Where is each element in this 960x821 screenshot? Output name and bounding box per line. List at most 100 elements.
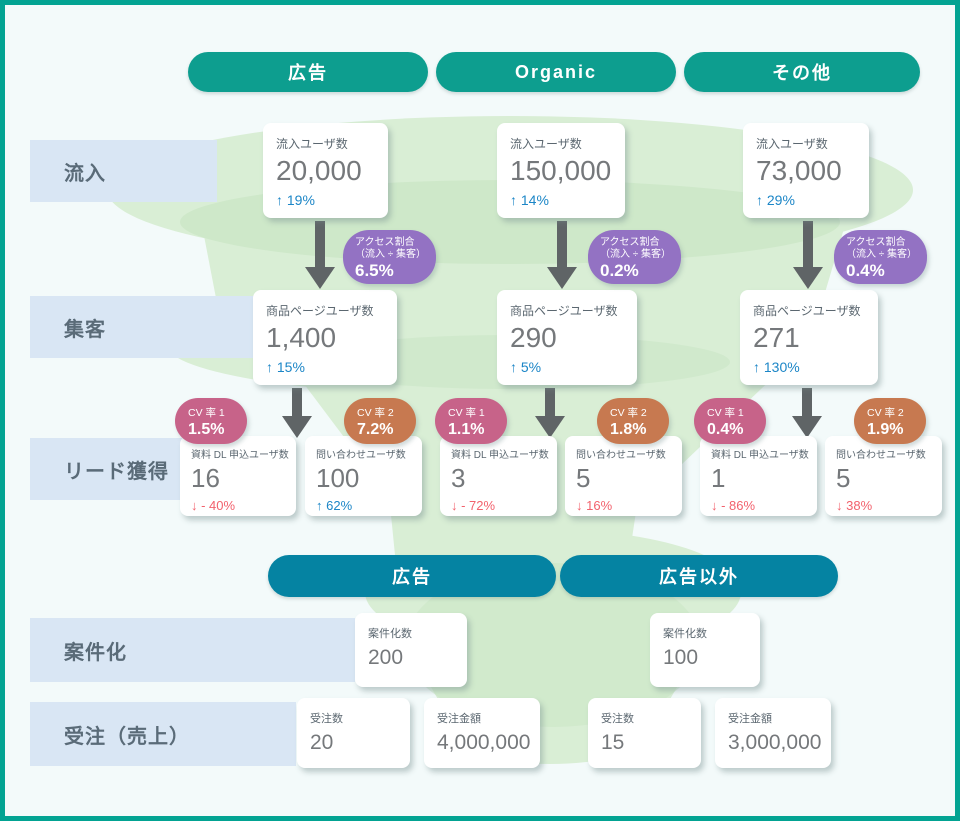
channel-pill-non-ad: 広告以外 (560, 555, 838, 597)
card-title: 資料 DL 申込ユーザ数 (711, 450, 809, 461)
cv1-badge-other: CV 率 1 0.4% (694, 398, 766, 444)
channel-pill-ad: 広告 (188, 52, 428, 92)
card-value: 290 (510, 322, 557, 353)
card-delta: ↑ 130% (753, 359, 800, 376)
inflow-card-ad: 流入ユーザ数 20,000 ↑ 19% (263, 123, 388, 218)
card-title: 案件化数 (663, 628, 707, 640)
card-title: 流入ユーザ数 (756, 137, 828, 151)
down-arrow (315, 221, 325, 267)
card-value: 1,400 (266, 322, 337, 353)
card-title: 問い合わせユーザ数 (836, 450, 926, 461)
order-count-card-non-ad: 受注数 15 (588, 698, 701, 768)
stage-label-text: 集客 (64, 318, 106, 341)
attract-card-ad: 商品ページユーザ数 1,400 ↑ 15% (253, 290, 397, 385)
card-title: 商品ページユーザ数 (266, 304, 374, 318)
badge-value: 6.5% (355, 261, 394, 280)
attract-card-other: 商品ページユーザ数 271 ↑ 130% (740, 290, 878, 385)
cv2-badge-ad: CV 率 2 7.2% (344, 398, 416, 444)
card-title: 商品ページユーザ数 (510, 304, 618, 318)
stage-label-inflow: 流入 (30, 140, 217, 202)
card-delta: ↑ 19% (276, 192, 315, 209)
card-title: 案件化数 (368, 628, 412, 640)
badge-value: 1.1% (448, 421, 485, 438)
channel-pill-label: その他 (772, 63, 832, 83)
card-title: 流入ユーザ数 (276, 137, 348, 151)
order-count-card-ad: 受注数 20 (297, 698, 410, 768)
lead-card-inquiry-organic: 問い合わせユーザ数 5 ↓ 16% (565, 436, 682, 516)
deal-card-non-ad: 案件化数 100 (650, 613, 760, 687)
channel-pill-label: 広告 (288, 63, 328, 83)
card-delta: ↓ - 72% (451, 497, 496, 513)
access-ratio-badge-other: アクセス割合 （流入 ÷ 集客） 0.4% (834, 230, 927, 284)
badge-line2: （流入 ÷ 集客） (600, 248, 672, 260)
badge-label: CV 率 2 (357, 407, 394, 419)
badge-line1: アクセス割合 (600, 237, 660, 248)
inflow-card-organic: 流入ユーザ数 150,000 ↑ 14% (497, 123, 625, 218)
badge-value: 0.4% (846, 261, 885, 280)
channel-pill-ad-bottom: 広告 (268, 555, 556, 597)
card-value: 4,000,000 (437, 731, 531, 754)
card-title: 資料 DL 申込ユーザ数 (451, 450, 549, 461)
stage-label-text: 流入 (64, 162, 106, 185)
card-value: 150,000 (510, 155, 612, 186)
cv1-badge-ad: CV 率 1 1.5% (175, 398, 247, 444)
card-value: 271 (753, 322, 800, 353)
channel-pill-label: 広告 (392, 567, 432, 587)
card-value: 5 (576, 463, 591, 493)
stage-label-deal: 案件化 (30, 618, 355, 682)
badge-line1: アクセス割合 (355, 237, 415, 248)
access-ratio-badge-organic: アクセス割合 （流入 ÷ 集客） 0.2% (588, 230, 681, 284)
card-delta: ↑ 14% (510, 192, 549, 209)
card-title: 受注金額 (728, 713, 772, 725)
card-value: 100 (316, 463, 360, 493)
lead-card-doc-dl-other: 資料 DL 申込ユーザ数 1 ↓ - 86% (700, 436, 817, 516)
access-ratio-badge-ad: アクセス割合 （流入 ÷ 集客） 6.5% (343, 230, 436, 284)
card-value: 1 (711, 463, 726, 493)
down-arrow (802, 388, 812, 416)
card-value: 3 (451, 463, 466, 493)
card-title: 流入ユーザ数 (510, 137, 582, 151)
cv1-badge-organic: CV 率 1 1.1% (435, 398, 507, 444)
card-value: 73,000 (756, 155, 842, 186)
lead-card-doc-dl-ad: 資料 DL 申込ユーザ数 16 ↓ - 40% (180, 436, 296, 516)
badge-label: CV 率 1 (188, 407, 225, 419)
cv2-badge-organic: CV 率 2 1.8% (597, 398, 669, 444)
down-arrow (292, 388, 302, 416)
order-amount-card-non-ad: 受注金額 3,000,000 (715, 698, 831, 768)
card-title: 受注数 (601, 713, 634, 725)
card-title: 資料 DL 申込ユーザ数 (191, 450, 289, 461)
card-delta: ↓ 38% (836, 497, 873, 513)
channel-pill-label: Organic (514, 61, 598, 82)
card-value: 200 (368, 646, 404, 669)
card-value: 100 (663, 646, 699, 669)
card-delta: ↓ - 86% (711, 497, 756, 513)
badge-value: 7.2% (357, 421, 394, 438)
channel-pill-organic: Organic (436, 52, 676, 92)
badge-line2: （流入 ÷ 集客） (355, 248, 427, 260)
attract-card-organic: 商品ページユーザ数 290 ↑ 5% (497, 290, 637, 385)
card-value: 3,000,000 (728, 731, 822, 754)
badge-value: 1.5% (188, 421, 225, 438)
lead-card-inquiry-ad: 問い合わせユーザ数 100 ↑ 62% (305, 436, 422, 516)
badge-label: CV 率 2 (610, 407, 647, 419)
card-value: 20 (310, 731, 334, 754)
card-value: 5 (836, 463, 851, 493)
lead-card-doc-dl-organic: 資料 DL 申込ユーザ数 3 ↓ - 72% (440, 436, 557, 516)
stage-label-attract: 集客 (30, 296, 280, 358)
badge-label: CV 率 2 (867, 407, 904, 419)
inflow-card-other: 流入ユーザ数 73,000 ↑ 29% (743, 123, 869, 218)
card-title: 問い合わせユーザ数 (576, 450, 666, 461)
card-title: 受注数 (310, 713, 343, 725)
stage-label-order: 受注（売上） (30, 702, 296, 766)
card-delta: ↑ 29% (756, 192, 795, 209)
card-value: 20,000 (276, 155, 362, 186)
badge-value: 0.4% (707, 421, 744, 438)
card-delta: ↑ 15% (266, 359, 305, 376)
card-value: 15 (601, 731, 625, 754)
stage-label-text: リード獲得 (64, 460, 169, 483)
badge-value: 1.9% (867, 421, 904, 438)
stage-label-text: 案件化 (64, 641, 127, 664)
down-arrow (545, 388, 555, 416)
badge-value: 0.2% (600, 261, 639, 280)
order-amount-card-ad: 受注金額 4,000,000 (424, 698, 540, 768)
